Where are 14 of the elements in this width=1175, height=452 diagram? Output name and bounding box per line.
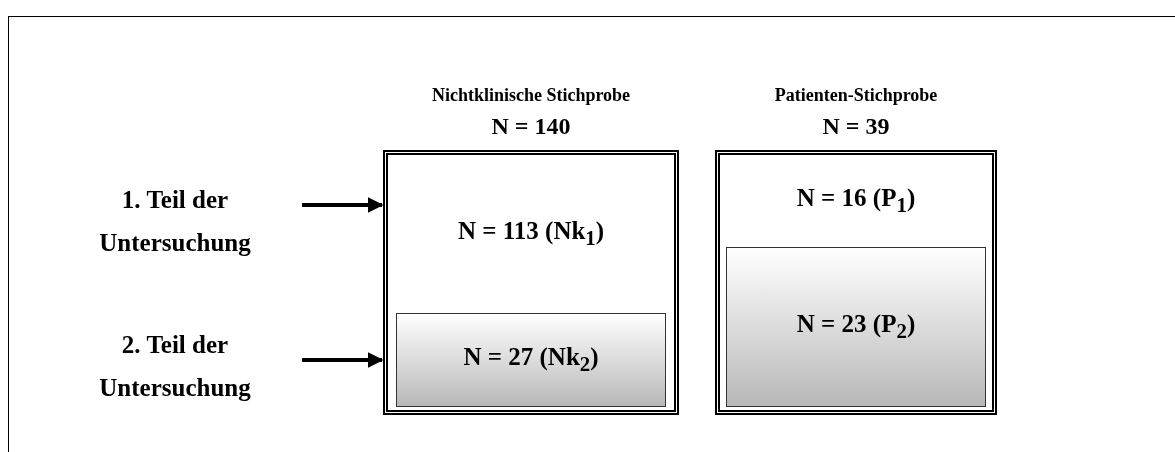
sample-size-label: N = 16 (P$_{1}$) <box>796 184 916 218</box>
arrow <box>302 352 384 368</box>
group-heading: Nichtklinische Stichprobe <box>431 85 631 106</box>
subsample-box <box>396 313 666 407</box>
sample-size-label: N = 113 (Nk$_{1}$) <box>457 217 605 251</box>
sample-size-label: N = 27 (Nk$_{2}$) <box>463 343 599 377</box>
arrow <box>302 197 384 213</box>
sample-size-label: N = 140 <box>491 113 571 140</box>
sample-size-label: N = 23 (P$_{2}$) <box>796 310 916 344</box>
group-heading: Patienten-Stichprobe <box>774 85 938 106</box>
subsample-box <box>726 247 986 407</box>
sample-size-label: N = 39 <box>822 113 890 140</box>
annotation-text: 1. Teil der Untersuchung <box>70 178 280 266</box>
annotation-text: 2. Teil der Untersuchung <box>70 323 280 411</box>
